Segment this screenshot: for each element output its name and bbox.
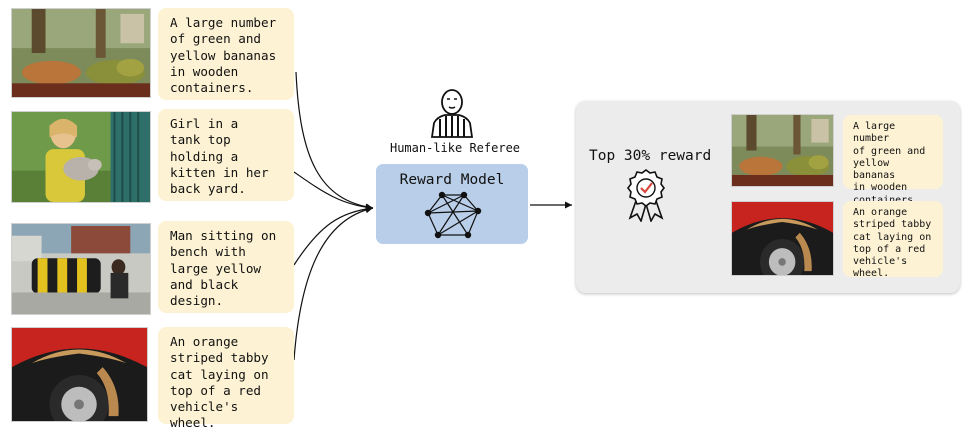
referee-label: Human-like Referee bbox=[389, 141, 521, 155]
reward-model-title: Reward Model bbox=[399, 172, 505, 188]
selected-bananas-photo bbox=[731, 114, 834, 187]
selected-tabby-photo bbox=[731, 201, 834, 276]
network-graph-icon bbox=[424, 191, 482, 239]
top-reward-label: Top 30% reward bbox=[589, 148, 712, 164]
caption-4: An orange striped tabby cat laying on to… bbox=[158, 327, 294, 430]
bench-photo bbox=[11, 223, 151, 315]
caption-1: A large number of green and yellow banan… bbox=[158, 8, 294, 100]
connector-1 bbox=[295, 71, 374, 211]
caption-2: Girl in a tank top holding a kitten in h… bbox=[158, 109, 294, 201]
referee-icon bbox=[430, 89, 474, 138]
award-badge-icon bbox=[627, 169, 665, 222]
caption-3: Man sitting on bench with large yellow a… bbox=[158, 221, 294, 313]
girl-kitten-photo bbox=[11, 111, 151, 203]
connector-2 bbox=[293, 171, 374, 211]
connector-3 bbox=[293, 205, 374, 266]
connector-4 bbox=[293, 206, 374, 361]
tabby-wheel-photo bbox=[11, 327, 148, 422]
selected-caption-1: A large number of green and yellow banan… bbox=[843, 115, 943, 206]
bananas-photo bbox=[11, 8, 151, 98]
selected-caption-2: An orange striped tabby cat laying on to… bbox=[843, 201, 943, 279]
reward-model-box: Reward Model bbox=[376, 164, 528, 244]
